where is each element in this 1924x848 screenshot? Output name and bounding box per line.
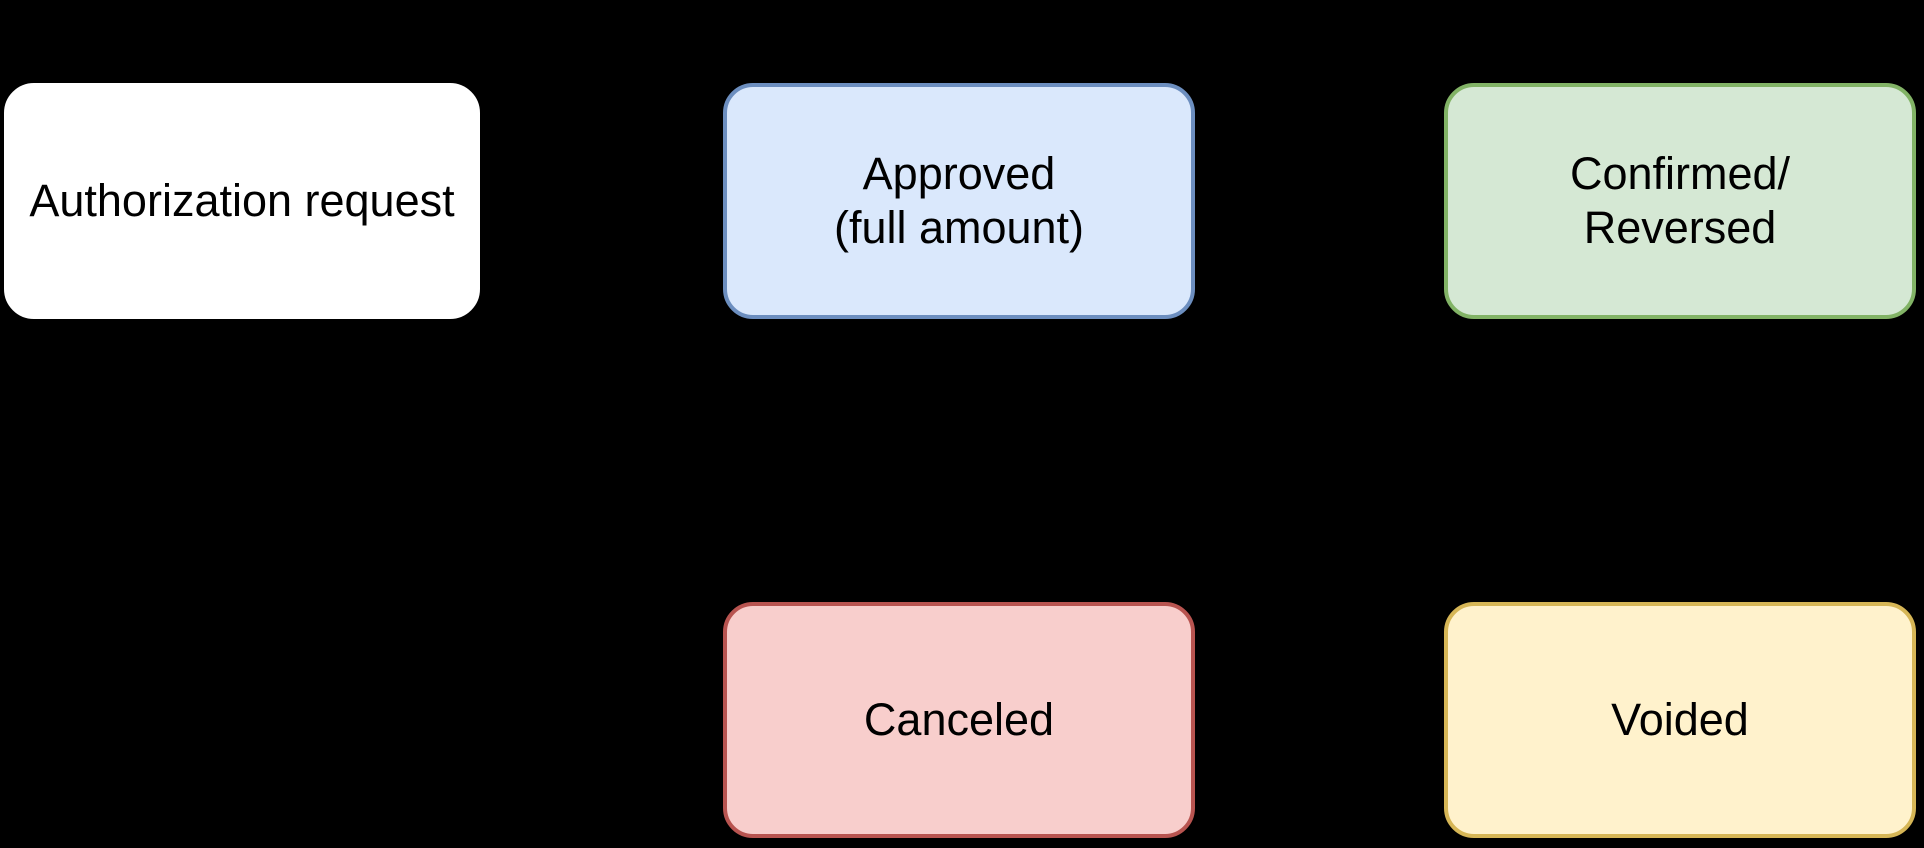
node-voided: Voided bbox=[1444, 602, 1916, 838]
node-approved-full-amount: Approved (full amount) bbox=[723, 83, 1195, 319]
node-confirmed-reversed-label-line-1: Confirmed/ bbox=[1569, 148, 1791, 199]
node-canceled-label: Canceled bbox=[863, 694, 1055, 745]
node-authorization-request: Authorization request bbox=[4, 83, 480, 319]
node-confirmed-reversed-label-line-2: Reversed bbox=[1583, 202, 1777, 253]
node-canceled: Canceled bbox=[723, 602, 1195, 838]
node-confirmed-reversed: Confirmed/ Reversed bbox=[1444, 83, 1916, 319]
node-approved-label-line-2: (full amount) bbox=[833, 202, 1085, 253]
node-voided-label: Voided bbox=[1611, 694, 1749, 745]
node-authorization-request-label: Authorization request bbox=[29, 175, 455, 226]
node-approved-label-line-1: Approved bbox=[862, 148, 1056, 199]
